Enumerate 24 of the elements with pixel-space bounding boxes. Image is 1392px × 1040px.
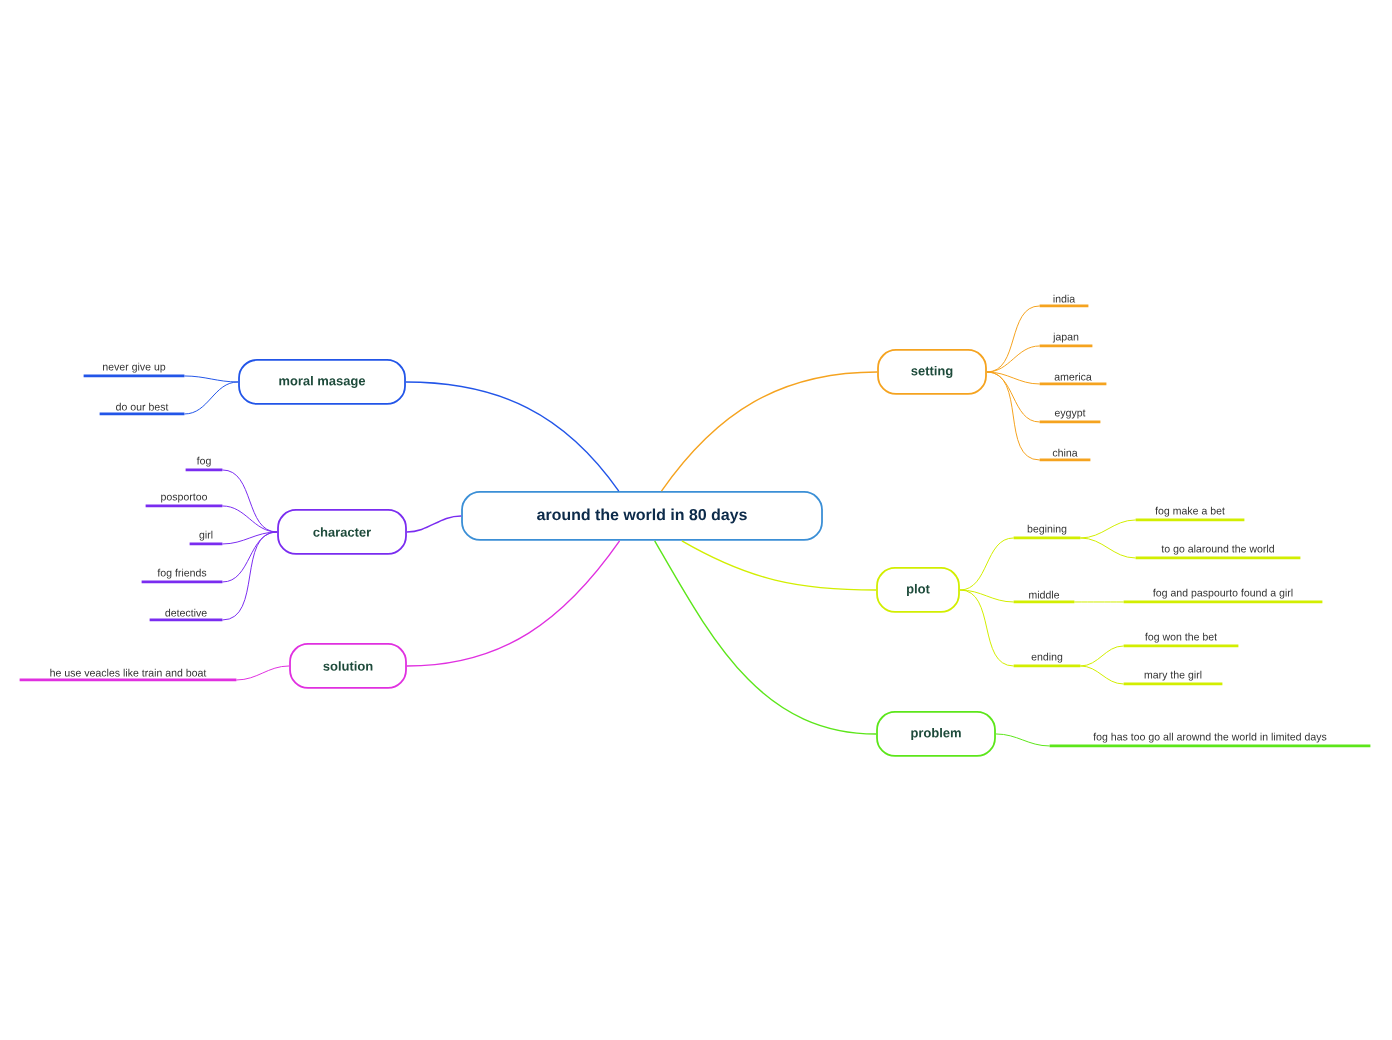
connector (959, 537, 1015, 591)
connector (959, 589, 1015, 667)
connector (183, 381, 239, 415)
connector (660, 371, 878, 492)
connector (986, 305, 1041, 373)
connector (654, 540, 877, 735)
connector (1079, 665, 1125, 685)
connector (1079, 537, 1137, 559)
connector (995, 733, 1051, 747)
connector (959, 589, 1015, 603)
connector (986, 345, 1041, 373)
connector (986, 371, 1041, 461)
connector (235, 665, 290, 681)
connector (681, 540, 877, 591)
connector (406, 540, 621, 667)
connector (221, 469, 278, 533)
connector (405, 381, 620, 492)
connector (1073, 601, 1125, 603)
connector (183, 375, 239, 383)
connector (221, 505, 278, 533)
connector (1079, 519, 1137, 539)
connector (406, 515, 462, 533)
connector (221, 531, 278, 621)
connector (1079, 645, 1125, 667)
